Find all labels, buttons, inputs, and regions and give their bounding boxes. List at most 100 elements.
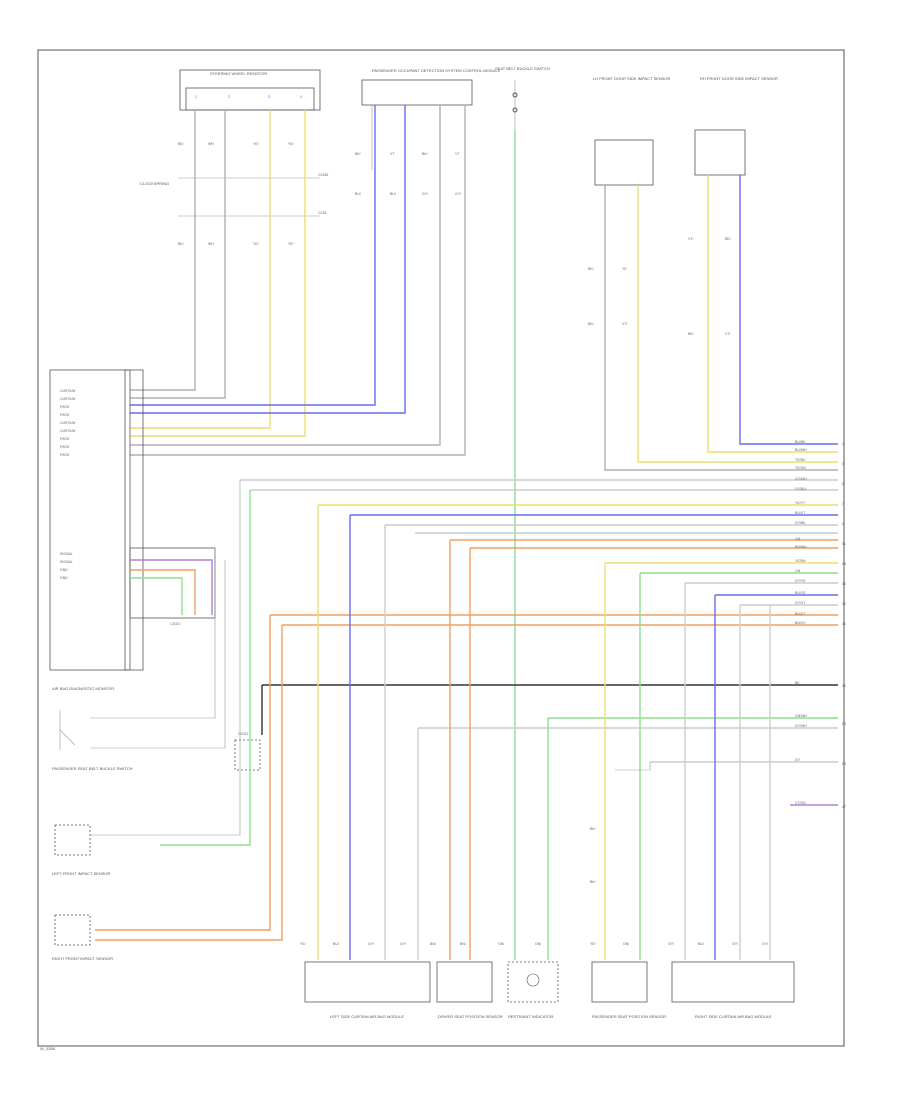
svg-text:BK/: BK/ xyxy=(725,237,731,241)
svg-text:BN/: BN/ xyxy=(460,942,466,946)
svg-text:BN/WH: BN/WH xyxy=(795,545,807,549)
svg-text:GY/: GY/ xyxy=(400,942,406,946)
svg-text:GN/WH: GN/WH xyxy=(795,714,808,718)
svg-text:GND: GND xyxy=(60,568,68,572)
svg-text:PASS: PASS xyxy=(60,437,70,441)
label-left-module: AIR BAG DIAGNOSTIC MONITOR xyxy=(52,686,114,691)
label-lh-door-sensor: LH FRONT DOOR SIDE IMPACT SENSOR xyxy=(593,76,670,81)
occupant-detection-module: PASSENGER OCCUPANT DETECTION SYSTEM CONT… xyxy=(361,68,501,170)
svg-text:GY/VT: GY/VT xyxy=(795,601,806,605)
passenger-seat-position-sensor: PASSENGER SEAT POSITION SENSOR xyxy=(591,961,666,1019)
svg-text:GY/: GY/ xyxy=(668,942,674,946)
svg-text:21: 21 xyxy=(842,684,846,688)
wire-orange-left xyxy=(130,569,196,615)
label-bottom-3: RESTRAINT INDICATOR xyxy=(508,1014,553,1019)
svg-text:17: 17 xyxy=(842,602,846,606)
wire-tr-1 xyxy=(604,185,838,471)
svg-text:BK/: BK/ xyxy=(590,880,596,884)
svg-text:BU/: BU/ xyxy=(698,942,704,946)
svg-text:25: 25 xyxy=(842,762,846,766)
wire-tc-gray-1 xyxy=(130,105,441,446)
svg-text:BK/: BK/ xyxy=(422,152,428,156)
svg-text:C2021: C2021 xyxy=(170,622,180,626)
svg-text:3: 3 xyxy=(842,462,844,466)
air-bag-diagnostic-monitor: AIR BAG DIAGNOSTIC MONITOR CURTAIN CURTAI… xyxy=(49,369,144,691)
wire-green-left xyxy=(130,577,183,615)
wire-tc-blue-2 xyxy=(130,105,406,414)
label-mid-connector: C2021 xyxy=(238,732,248,736)
svg-text:27: 27 xyxy=(842,805,846,809)
svg-text:BK/: BK/ xyxy=(178,142,184,146)
svg-text:GN/: GN/ xyxy=(535,942,541,946)
svg-text:VT: VT xyxy=(390,152,395,156)
label-top-switch: SEAT BELT BUCKLE SWITCH xyxy=(495,66,550,71)
svg-text:YE/VT: YE/VT xyxy=(795,501,806,505)
label-bottom-1: LEFT SIDE CURTAIN AIR BAG MODULE xyxy=(330,1014,404,1019)
svg-text:PASS: PASS xyxy=(60,453,70,457)
svg-text:BK/: BK/ xyxy=(355,152,361,156)
svg-text:5: 5 xyxy=(842,482,844,486)
label-steering-wheel-resistor: STEERING WHEEL RESISTOR xyxy=(210,71,267,76)
svg-text:YE: YE xyxy=(622,267,627,271)
svg-text:GY: GY xyxy=(795,758,801,762)
svg-text:GY/: GY/ xyxy=(422,192,428,196)
svg-text:CURTAIN: CURTAIN xyxy=(60,397,76,401)
svg-text:YE/GN: YE/GN xyxy=(795,466,806,470)
label-left-sensor-1: LEFT FRONT IMPACT SENSOR xyxy=(52,871,110,876)
right-front-impact-sensor: RIGHT FRONT IMPACT SENSOR xyxy=(52,914,113,961)
wire-tc-gray-2 xyxy=(130,105,466,456)
wire-tl-2 xyxy=(130,110,226,399)
clockspring: CLOCKSPRING C2345 C218 xyxy=(140,173,328,217)
svg-text:YE/: YE/ xyxy=(288,242,294,246)
label-bottom-2: DRIVER SEAT POSITION SENSOR xyxy=(438,1014,503,1019)
svg-text:C218: C218 xyxy=(318,211,326,215)
loop-orange-1 xyxy=(95,615,271,931)
svg-text:GY/BK: GY/BK xyxy=(795,521,806,525)
svg-text:1: 1 xyxy=(195,95,197,99)
label-clockspring: CLOCKSPRING xyxy=(140,181,169,186)
svg-text:BK/: BK/ xyxy=(178,242,184,246)
wire-tl-1 xyxy=(130,110,196,391)
svg-text:4: 4 xyxy=(300,95,302,99)
right-curtain-airbag-module: RIGHT SIDE CURTAIN AIR BAG MODULE xyxy=(671,961,795,1019)
svg-text:GY/WH: GY/WH xyxy=(795,724,807,728)
svg-text:13: 13 xyxy=(842,562,846,566)
svg-text:BU/: BU/ xyxy=(333,942,339,946)
svg-text:BK/: BK/ xyxy=(588,322,594,326)
svg-text:GY/: GY/ xyxy=(762,942,768,946)
svg-text:C2345: C2345 xyxy=(318,173,328,177)
svg-text:GN/: GN/ xyxy=(623,942,629,946)
svg-text:SIGNAL: SIGNAL xyxy=(60,552,73,556)
svg-text:YE/: YE/ xyxy=(253,242,259,246)
svg-text:9: 9 xyxy=(842,522,844,526)
restraint-indicator: RESTRAINT INDICATOR xyxy=(507,961,559,1019)
loop-orange-2 xyxy=(95,625,283,941)
svg-text:GY/: GY/ xyxy=(368,942,374,946)
wire-tr-2 xyxy=(637,185,838,463)
svg-text:GY/: GY/ xyxy=(732,942,738,946)
svg-text:WH: WH xyxy=(208,142,214,146)
svg-text:VT/: VT/ xyxy=(688,237,693,241)
page-code: W_0268 xyxy=(40,1046,56,1051)
svg-text:YE/: YE/ xyxy=(590,942,596,946)
svg-text:SIGNAL: SIGNAL xyxy=(60,560,73,564)
svg-text:VT/GN: VT/GN xyxy=(795,801,806,805)
label-rh-door-sensor: RH FRONT DOOR SIDE IMPACT SENSOR xyxy=(700,76,778,81)
svg-text:BU/YE: BU/YE xyxy=(795,591,806,595)
svg-text:CURTAIN: CURTAIN xyxy=(60,429,76,433)
svg-text:BK: BK xyxy=(795,681,800,685)
svg-text:BU/: BU/ xyxy=(390,192,396,196)
wire-violet-left xyxy=(130,559,213,615)
diagram-frame xyxy=(37,49,845,1047)
svg-text:11: 11 xyxy=(842,542,846,546)
lh-door-impact-sensor: LH FRONT DOOR SIDE IMPACT SENSOR xyxy=(593,76,670,186)
wire-tc-blue-1 xyxy=(130,105,376,406)
svg-text:PASS: PASS xyxy=(60,413,70,417)
svg-text:GY/BU: GY/BU xyxy=(795,487,806,491)
svg-text:BN/GY: BN/GY xyxy=(795,621,807,625)
wire-tl-3 xyxy=(130,110,271,429)
wire-tr-3 xyxy=(707,175,838,453)
svg-text:YE/: YE/ xyxy=(253,142,259,146)
